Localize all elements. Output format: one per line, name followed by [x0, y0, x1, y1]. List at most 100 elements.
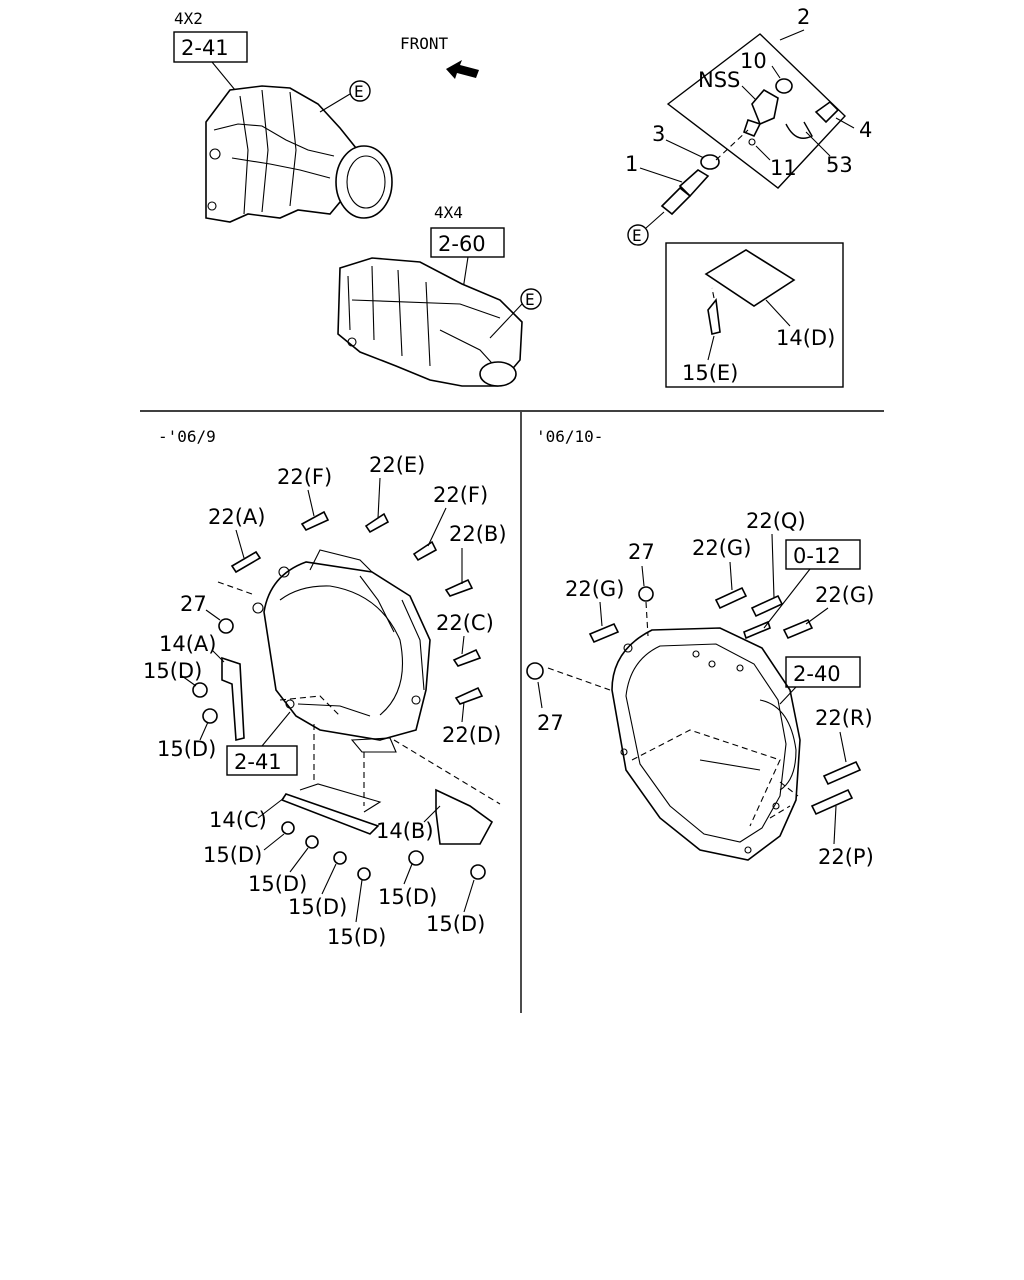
leader-line [805, 131, 831, 157]
leader-line [181, 675, 197, 687]
label-14c: 14(C) [209, 808, 267, 832]
leader-line [779, 686, 797, 705]
ref-2-60[interactable]: 2-60 [438, 232, 486, 256]
leader-line [403, 863, 413, 885]
label-15d-2: 15(D) [157, 737, 216, 761]
label-22d: 22(D) [442, 723, 501, 747]
ref-2-40[interactable]: 2-40 [793, 662, 841, 686]
fasteners-15d [192, 682, 486, 881]
ref-box-0-12 [785, 539, 861, 570]
marker-e-right: E [632, 226, 642, 245]
transmission-4x2-drawing [205, 85, 393, 223]
bellhousing-early-drawing [252, 549, 431, 741]
label-15d-3: 15(D) [203, 843, 262, 867]
label-15d-8: 15(D) [426, 912, 485, 936]
label-22q: 22(Q) [746, 509, 806, 533]
label-22g-1: 22(G) [692, 536, 751, 560]
leader-line [779, 29, 805, 41]
part-11-label: 11 [770, 156, 797, 180]
leader-line [639, 167, 683, 183]
leader-line [461, 701, 465, 723]
bolts-early [218, 510, 484, 705]
label-15d-7: 15(D) [378, 885, 437, 909]
part-53-clip [785, 121, 813, 139]
period-label-right: '06/10- [536, 427, 603, 446]
leader-line [771, 65, 781, 79]
dashed-leader [711, 287, 715, 299]
label-15d-4: 15(D) [248, 872, 307, 896]
marker-e-circle [627, 224, 649, 246]
label-14b: 14(B) [376, 819, 434, 843]
transmission-4x2-group: 4X2 2-41 E [173, 9, 393, 223]
leader-line [729, 561, 733, 591]
leader-line [839, 731, 847, 763]
marker-e-circle [520, 288, 542, 310]
part-3-oring [700, 154, 720, 170]
ref-box-2-40 [785, 656, 861, 688]
part-4-bolt [814, 100, 840, 124]
dashed-leader [715, 129, 749, 161]
leader-line [261, 711, 291, 747]
leader-line [289, 847, 309, 873]
period-label-left: -'06/9 [158, 427, 216, 446]
leader-line [765, 299, 791, 327]
bellhousing-late-drawing [611, 627, 801, 861]
label-22e: 22(E) [369, 453, 425, 477]
marker-e-mid: E [525, 290, 535, 309]
leader-line [205, 609, 221, 621]
label-22g-3: 22(G) [815, 583, 874, 607]
leader-line [427, 507, 447, 547]
bolts-late [526, 586, 862, 816]
leader-line [707, 335, 715, 361]
sensor-drawing [743, 88, 779, 138]
part-3-label: 3 [652, 122, 665, 146]
leader-line [771, 533, 775, 599]
part-53-label: 53 [826, 153, 853, 177]
part-15e-label: 15(E) [682, 361, 738, 385]
leader-line [645, 211, 665, 229]
cover-plate-14d [704, 249, 796, 307]
label-15d-5: 15(D) [288, 895, 347, 919]
label-22a: 22(A) [208, 505, 265, 529]
variant-4x4-label: 4X4 [434, 203, 463, 222]
leader-line [235, 529, 245, 559]
ref-0-12[interactable]: 0-12 [793, 544, 841, 568]
leader-line [835, 117, 855, 129]
leader-line [755, 145, 771, 161]
cover-plate-box: 14(D) 15(E) [665, 242, 844, 388]
transmission-4x4-group: 4X4 2-60 E [337, 203, 542, 387]
variant-4x2-label: 4X2 [174, 9, 203, 28]
front-label: FRONT [400, 34, 449, 53]
leader-line [833, 805, 837, 845]
leader-line [199, 721, 209, 741]
marker-e-circle [349, 80, 371, 102]
label-27: 27 [180, 592, 207, 616]
cover-box-outline [665, 242, 844, 388]
leader-line [741, 85, 757, 101]
leader-line [665, 139, 705, 159]
label-15d-6: 15(D) [327, 925, 386, 949]
leader-line [641, 565, 645, 587]
label-22g-2: 22(G) [565, 577, 624, 601]
leader-line [489, 303, 523, 339]
leader-line [257, 797, 285, 819]
ref-2-41-top[interactable]: 2-41 [181, 36, 229, 60]
label-22f-1: 22(F) [277, 465, 332, 489]
leader-line [307, 489, 315, 517]
leader-line [355, 879, 363, 923]
leader-line [211, 649, 225, 663]
group-outline [666, 33, 846, 189]
leader-line [263, 833, 285, 851]
label-22c: 22(C) [436, 611, 494, 635]
part-14d-label: 14(D) [776, 326, 835, 350]
leader-line [461, 635, 465, 655]
transmission-4x4-drawing [337, 257, 523, 387]
label-22r: 22(R) [815, 706, 873, 730]
leader-line [423, 805, 441, 823]
leader-line [321, 863, 337, 895]
ref-2-41-left[interactable]: 2-41 [234, 750, 282, 774]
label-14a: 14(A) [159, 632, 216, 656]
speed-sensor-group: 2 10 NSS 3 1 E 11 4 53 [625, 5, 872, 246]
